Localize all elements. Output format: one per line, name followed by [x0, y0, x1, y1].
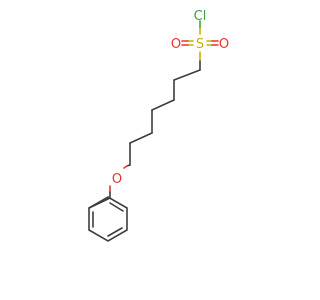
- ether-oxygen-label: O: [112, 172, 122, 187]
- bond-c7-o-b: [123, 165, 128, 169]
- bond-c1-c2: [173, 69, 201, 81]
- structure-canvas: Cl S O O O: [88, 9, 230, 242]
- benzene-inner-bond-3: [109, 202, 124, 212]
- bond-c3-c4: [151, 99, 175, 111]
- sulfur-label: S: [196, 37, 204, 52]
- oxygen-right-label: O: [219, 37, 229, 52]
- chlorine-label: Cl: [194, 9, 207, 24]
- benzene-ring: [88, 196, 128, 242]
- bond-c5-c6: [129, 132, 153, 144]
- oxygen-left-label: O: [171, 37, 181, 52]
- benzene-inner-bond-2: [107, 227, 123, 237]
- molecule-structure: Cl S O O O: [88, 9, 229, 242]
